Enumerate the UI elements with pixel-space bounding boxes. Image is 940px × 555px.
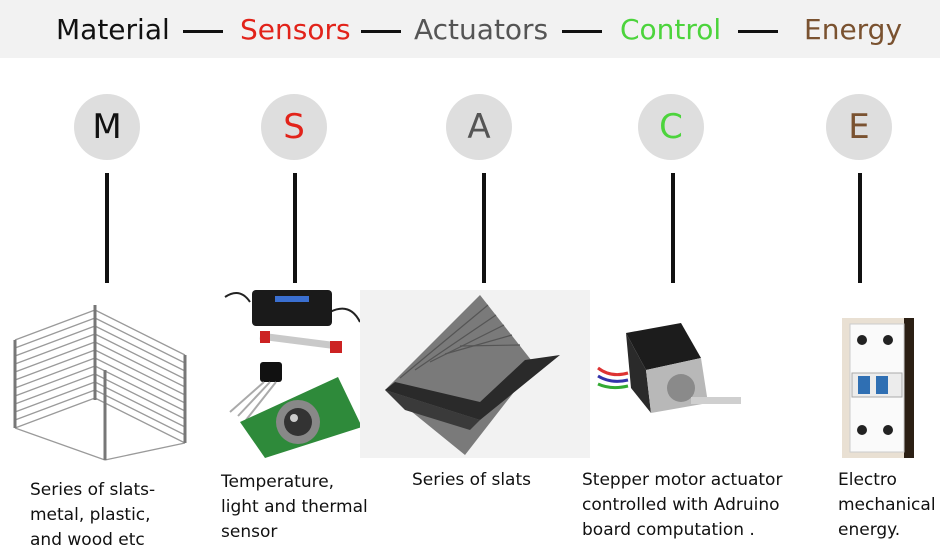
header-sensors: Sensors: [240, 13, 351, 46]
header-dash: [562, 30, 602, 33]
connector-line: [105, 173, 109, 283]
caption-line: Stepper motor actuator: [582, 470, 783, 490]
node-control-circle: C: [638, 94, 704, 160]
caption-actuators: Series of slats: [412, 468, 531, 493]
header-control: Control: [620, 13, 722, 46]
caption-line: controlled with Adruino: [582, 495, 780, 515]
caption-line: metal, plastic,: [30, 505, 151, 525]
caption-line: sensor: [221, 522, 278, 542]
caption-material: Series of slats- metal, plastic, and woo…: [30, 478, 155, 553]
connector-line: [858, 173, 862, 283]
header-actuators: Actuators: [414, 13, 549, 46]
caption-line: board computation .: [582, 520, 755, 540]
folding-slat-model-image: [360, 290, 590, 458]
header-bar: [0, 0, 940, 58]
node-actuators-circle: A: [446, 94, 512, 160]
header-energy: Energy: [804, 13, 903, 46]
caption-line: Series of slats: [412, 470, 531, 490]
node-material-circle: M: [74, 94, 140, 160]
caption-line: mechanical: [838, 495, 936, 515]
caption-energy: Electro mechanical energy.: [838, 468, 936, 543]
connector-line: [293, 173, 297, 283]
connector-line: [671, 173, 675, 283]
header-dash: [183, 30, 223, 33]
caption-line: Series of slats-: [30, 480, 156, 500]
header-material: Material: [56, 13, 170, 46]
caption-line: light and thermal: [221, 497, 368, 517]
stepper-motor-image: [597, 323, 741, 413]
caption-line: energy.: [838, 520, 901, 540]
header-dash: [738, 30, 778, 33]
caption-sensors: Temperature, light and thermal sensor: [221, 470, 368, 545]
header-dash: [361, 30, 401, 33]
caption-line: Temperature,: [221, 472, 335, 492]
metal-slat-cube-image: [13, 305, 187, 461]
circuit-breaker-image: [842, 318, 914, 458]
caption-line: and wood etc: [30, 530, 145, 550]
caption-control: Stepper motor actuator controlled with A…: [582, 468, 782, 543]
node-energy-circle: E: [826, 94, 892, 160]
connector-line: [482, 173, 486, 283]
caption-line: Electro: [838, 470, 897, 490]
node-sensors-circle: S: [261, 94, 327, 160]
sensor-boards-image: [224, 290, 362, 458]
